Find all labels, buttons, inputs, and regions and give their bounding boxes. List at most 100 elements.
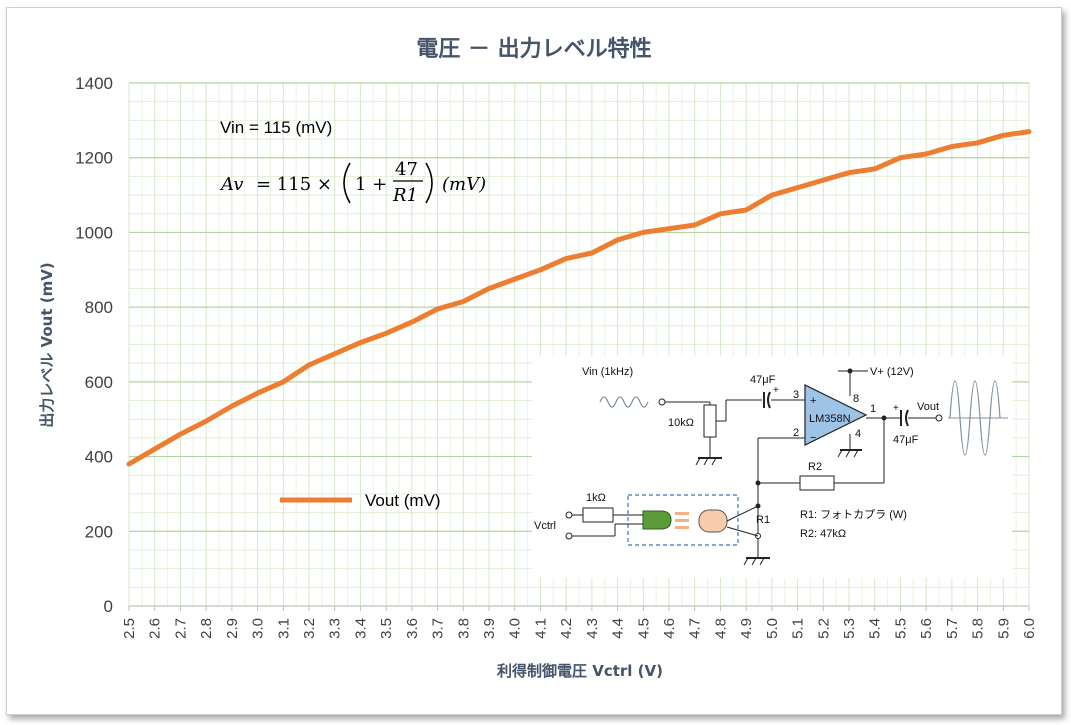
x-tick-label: 4.8	[712, 618, 729, 639]
y-tick-label: 400	[85, 448, 113, 467]
vin-label: Vin (1kHz)	[582, 366, 633, 378]
vctrl-terminal	[565, 511, 573, 519]
x-axis-title: 利得制御電圧 Vctrl (V)	[497, 662, 663, 680]
x-tick-label: 3.8	[455, 618, 472, 639]
pin2: 2	[793, 427, 799, 439]
vin-annotation: Vin = 115 (mV)	[220, 118, 332, 137]
formula-denominator: R1	[392, 185, 418, 206]
pot-label: 10kΩ	[668, 417, 694, 429]
opamp-plus: +	[810, 395, 816, 407]
x-tick-label: 4.3	[584, 618, 601, 639]
x-tick-label: 2.6	[147, 618, 164, 639]
note-r1: R1: フォトカプラ (W)	[800, 508, 907, 521]
c2-label: 47μF	[893, 434, 919, 446]
gain-formula: Av = 115 × 1 + 47 R1 (mV)	[219, 159, 486, 206]
c1-plate	[767, 391, 771, 409]
pin4: 4	[855, 428, 861, 440]
vctrl-terminal	[565, 532, 573, 540]
vout-label: Vout	[917, 401, 939, 413]
y-tick-label: 1200	[75, 149, 113, 168]
led-icon	[642, 510, 672, 530]
x-tick-label: 3.3	[327, 618, 344, 639]
r1-label: R1	[756, 514, 770, 526]
x-tick-label: 5.2	[815, 618, 832, 639]
x-tick-label: 3.4	[352, 618, 369, 639]
circuit-diagram: Vin (1kHz) 10kΩ 47μF + LM358N + − 3 2 8 …	[532, 356, 1012, 578]
x-tick-label: 5.9	[995, 618, 1012, 639]
ground-hatch	[695, 457, 717, 466]
resistor-1k	[582, 507, 614, 523]
y-tick-label: 1000	[75, 223, 113, 242]
x-tick-label: 5.0	[764, 618, 781, 639]
vout-terminal	[935, 414, 943, 422]
c2-plate	[905, 409, 909, 427]
vin-terminal	[658, 398, 666, 406]
potentiometer	[703, 404, 717, 438]
formula-eq: = 115 ×	[256, 174, 332, 195]
legend: Vout (mV)	[280, 491, 441, 510]
x-tick-label: 3.0	[250, 618, 267, 639]
formula-paren-right	[425, 162, 433, 204]
light-ray	[675, 512, 689, 515]
ground-hatch	[743, 557, 765, 566]
wire	[726, 505, 759, 522]
vplus-label: V+ (12V)	[870, 366, 914, 378]
x-tick-label: 5.4	[867, 618, 884, 639]
x-tick-label: 4.2	[558, 618, 575, 639]
formula-unit: (mV)	[442, 174, 486, 195]
x-tick-label: 3.2	[301, 618, 318, 639]
x-tick-label: 4.0	[507, 618, 524, 639]
series-line-vout	[126, 129, 1032, 467]
feedback-node	[755, 480, 761, 486]
cds-cell-icon	[698, 509, 728, 533]
x-tick-label: 3.7	[430, 618, 447, 639]
pin8: 8	[853, 393, 859, 405]
formula-one-plus: 1 +	[355, 174, 387, 195]
formula-paren-left	[343, 162, 351, 204]
x-tick-label: 5.5	[892, 618, 909, 639]
c1-label: 47μF	[750, 374, 776, 386]
x-tick-label: 5.8	[970, 618, 987, 639]
chart-title: 電圧 － 出力レベル特性	[416, 36, 651, 62]
x-tick-label: 4.9	[738, 618, 755, 639]
c2-plus: +	[893, 403, 899, 414]
photocoupler-box	[627, 494, 739, 546]
x-tick-label: 2.9	[224, 618, 241, 639]
y-tick-label: 0	[104, 597, 113, 616]
c1-plus: +	[773, 385, 779, 396]
circuit-background	[532, 356, 1012, 578]
vin-waveform	[599, 396, 649, 408]
pin3: 3	[793, 389, 799, 401]
note-r2: R2: 47kΩ	[800, 528, 846, 540]
x-tick-label: 3.9	[481, 618, 498, 639]
formula-numerator: 47	[395, 159, 418, 180]
x-tick-label: 2.7	[172, 618, 189, 639]
opamp	[804, 384, 868, 446]
x-tick-label: 4.1	[532, 618, 549, 639]
x-tick-label: 6.0	[1021, 618, 1038, 639]
x-tick-label: 5.7	[944, 618, 961, 639]
x-tick-label: 4.4	[610, 618, 627, 639]
y-axis-title: 出力レベル Vout (mV)	[38, 262, 56, 427]
x-tick-label: 5.3	[841, 618, 858, 639]
vctrl-label: Vctrl	[534, 520, 556, 532]
x-tick-label: 5.6	[918, 618, 935, 639]
x-tick-label: 3.6	[404, 618, 421, 639]
pin1: 1	[870, 403, 876, 415]
x-tick-label: 4.7	[687, 618, 704, 639]
formula-lhs: Av	[219, 174, 243, 195]
x-tick-label: 5.1	[790, 618, 807, 639]
y-tick-label: 200	[85, 522, 113, 541]
x-tick-label: 2.8	[198, 618, 215, 639]
x-tick-label: 4.5	[635, 618, 652, 639]
y-tick-label: 1400	[75, 74, 113, 93]
light-ray	[675, 526, 689, 529]
resistor-r2	[799, 475, 835, 491]
legend-label: Vout (mV)	[365, 491, 441, 510]
y-tick-label: 800	[85, 298, 113, 317]
series-points	[128, 131, 1030, 465]
x-tick-label: 3.1	[275, 618, 292, 639]
